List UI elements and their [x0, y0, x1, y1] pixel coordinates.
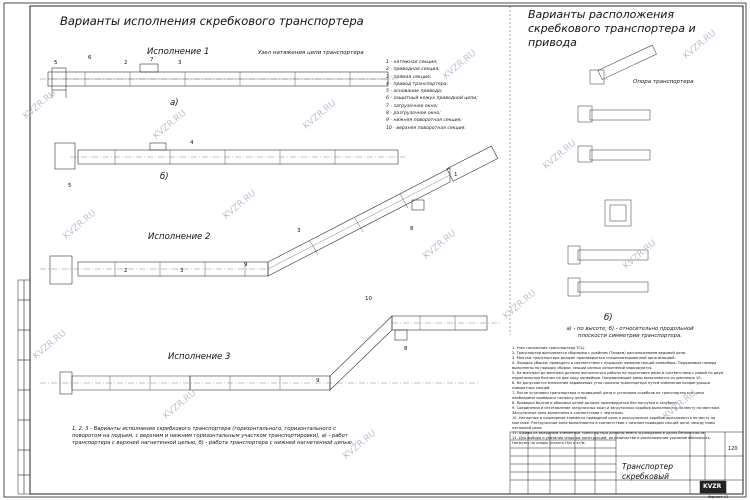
placement-caption: а) - по высоте; б) - относительно продол… — [566, 326, 694, 339]
callout-8b: 8 — [404, 346, 408, 352]
legend-item: 7 - загрузочное окно; — [386, 103, 438, 109]
note-item: 7. После установки транспортера и привод… — [512, 391, 704, 400]
subvariant-b2-label: б) — [604, 313, 613, 323]
tension-unit-label: Узел натяжения цепи транспортера — [258, 50, 364, 56]
callout-9b: 9 — [316, 378, 320, 384]
main-title: Варианты исполнения скребкового транспор… — [60, 14, 364, 28]
legend-item: 2 - приводная секция; — [386, 67, 440, 73]
callout-2b: 2 — [124, 268, 128, 274]
support-label: Опора транспортера — [633, 79, 694, 85]
technical-notes: 1. Узел натяжения транспортера ТСЦ. 2. Т… — [512, 346, 724, 446]
note-item: 11. Шкивы из выходным элементом транспор… — [512, 431, 706, 435]
sheet-number: 120 — [728, 446, 738, 452]
conveyor-e3 — [40, 315, 500, 395]
note-item: 10. Натяжные и шарнирные элементы привод… — [512, 416, 716, 430]
legend-item: 4 - привод транспортера; — [386, 81, 449, 87]
note-item: 12. Для выбора и указания опорных констр… — [512, 436, 712, 445]
subvariant-a-label: а) — [170, 98, 179, 108]
title-block — [509, 431, 744, 495]
drive-variants — [567, 44, 657, 297]
conveyor-e2 — [40, 145, 499, 285]
variants-note: 1, 2, 3 - Варианты исполнения скребковог… — [72, 426, 354, 447]
callout-10: 10 — [365, 296, 372, 302]
note-item: 8. Проверка болтов и обжимки цепей должн… — [512, 401, 679, 405]
note-item: 5. На монтаже до монтажа должны выполнят… — [512, 371, 724, 380]
note-item: 9. Соединения и изготовление загрузочных… — [512, 406, 721, 415]
execution-3-label: Исполнение 3 — [168, 352, 231, 362]
callout-3c: 3 — [297, 228, 301, 234]
legend-item: 9 - нижняя поворотная секция; — [386, 118, 462, 124]
note-item: 2. Транспортер выполняется сборными с кр… — [512, 351, 687, 355]
subvariant-b-label: б) — [160, 172, 169, 182]
callout-1: 1 — [454, 172, 458, 178]
legend: 1 - натяжная секция; 2 - приводная секци… — [386, 59, 478, 132]
format-label: Формат А1 — [708, 495, 729, 499]
right-title: Варианты расположения скребкового трансп… — [528, 8, 696, 49]
callout-2: 2 — [124, 60, 128, 66]
callout-5: 5 — [54, 60, 58, 66]
callout-3b: 3 — [180, 268, 184, 274]
note-item: 6. Не допускается изменение задаваемых у… — [512, 381, 710, 390]
brand-logo: KVZR — [703, 483, 722, 490]
callout-6: 6 — [88, 55, 92, 61]
legend-item: 8 - разгрузочное окно; — [386, 111, 441, 117]
execution-2-label: Исполнение 2 — [148, 232, 211, 242]
callout-9: 9 — [244, 262, 248, 268]
note-item: 3. Монтаж транспортера должен производит… — [512, 356, 676, 360]
legend-item: 5 - основание привода; — [386, 89, 443, 95]
callout-7: 7 — [150, 57, 154, 63]
drawing-title: Транспортер скребковый — [622, 462, 673, 481]
legend-item: 3 - прямая секция; — [386, 74, 432, 80]
conveyor-e1a — [40, 63, 395, 98]
conveyor-e1b — [54, 142, 405, 170]
callout-3: 3 — [178, 60, 182, 66]
callout-5b: 5 — [68, 183, 72, 189]
callout-8: 8 — [410, 226, 414, 232]
callout-4: 4 — [190, 140, 194, 146]
legend-item: 6 - защитный кожух приводной цепи; — [386, 96, 478, 102]
legend-item: 10 - верхняя поворотная секция. — [386, 125, 466, 131]
note-item: 4. Порядок сборки: проводить в соответст… — [512, 361, 717, 370]
note-item: 1. Узел натяжения транспортера ТСЦ. — [512, 346, 585, 350]
execution-1-label: Исполнение 1 — [147, 47, 210, 57]
legend-item: 1 - натяжная секция; — [386, 60, 438, 65]
